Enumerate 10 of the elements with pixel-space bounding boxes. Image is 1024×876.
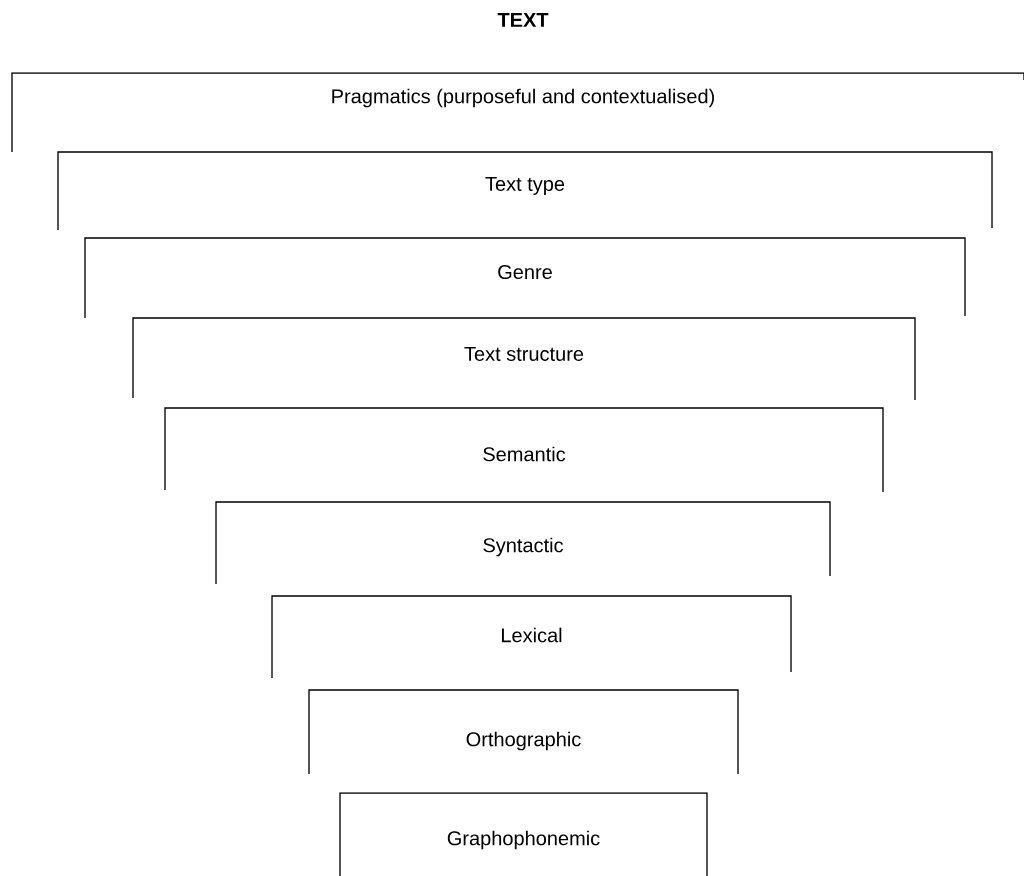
bracket-band: Lexical — [271, 595, 792, 679]
bracket-band: Genre — [84, 237, 966, 319]
bracket-band: Pragmatics (purposeful and contextualised) — [11, 72, 1024, 153]
bracket-band: Syntactic — [215, 501, 831, 585]
bracket-band: Text structure — [132, 317, 916, 401]
bracket-band: Semantic — [164, 407, 884, 493]
bracket-band: Orthographic — [308, 689, 739, 775]
bracket-band: Graphophonemic — [339, 792, 708, 876]
bracket-band: Text type — [57, 151, 993, 231]
title: TEXT — [497, 13, 549, 27]
